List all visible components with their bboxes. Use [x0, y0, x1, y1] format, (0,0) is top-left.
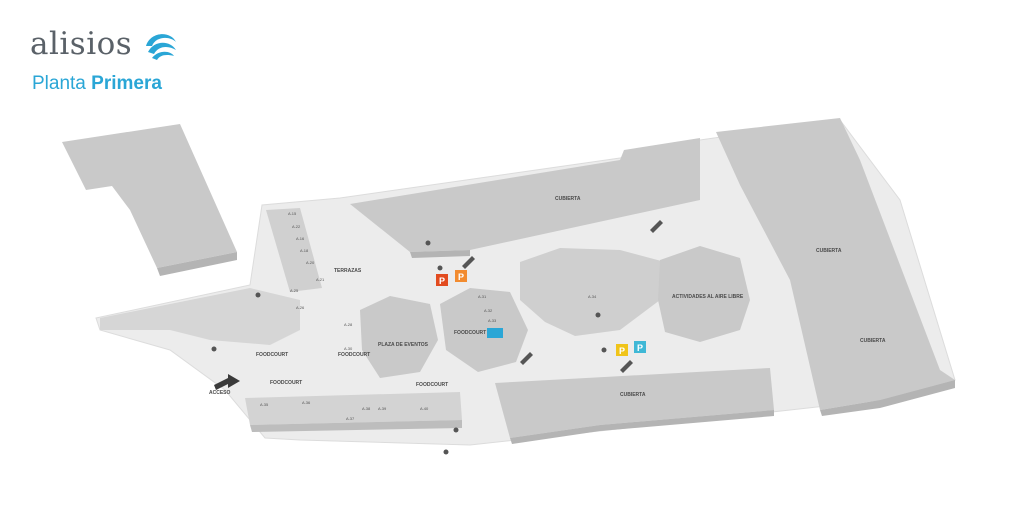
- label-actividades: ACTIVIDADES AL AIRE LIBRE: [672, 294, 744, 300]
- brand-name: alisios: [30, 26, 133, 62]
- unit-number: A.25: [290, 288, 299, 293]
- escalator-icon[interactable]: [462, 256, 475, 269]
- unit-number: A.37: [346, 416, 355, 421]
- alisios-logo: alisios Planta Primera: [30, 24, 190, 104]
- floor-subtitle: Planta Primera: [32, 72, 162, 96]
- label-foodcourt-1: FOODCOURT: [454, 330, 486, 336]
- escalator-icon[interactable]: [650, 220, 663, 233]
- label-cubierta-bottom: CUBIERTA: [620, 392, 646, 398]
- label-foodcourt-4: FOODCOURT: [270, 380, 302, 386]
- block-central-ring: [520, 248, 665, 336]
- restroom-icon[interactable]: [601, 347, 607, 353]
- block-cubierta-top: [350, 138, 700, 252]
- unit-number: A.28: [344, 322, 353, 327]
- parking-icon[interactable]: P: [436, 274, 448, 286]
- unit-number: A.33: [488, 318, 497, 323]
- svg-text:P: P: [458, 272, 464, 282]
- label-foodcourt-3: FOODCOURT: [338, 352, 370, 358]
- label-cubierta-right-lower: CUBIERTA: [860, 338, 886, 344]
- accessibility-icon[interactable]: [453, 427, 459, 433]
- restroom-icon[interactable]: [443, 449, 449, 455]
- parking-icon[interactable]: P: [616, 344, 628, 356]
- unit-number: A.20: [306, 260, 315, 265]
- block-cubierta-bottom: [495, 368, 774, 438]
- entrance-arrow-icon[interactable]: [214, 374, 240, 390]
- accessibility-icon[interactable]: [211, 346, 217, 352]
- unit-number: A.35: [260, 402, 269, 407]
- unit-number: A.21: [316, 277, 325, 282]
- unit-number: A.15: [288, 211, 297, 216]
- building-left: [62, 124, 237, 268]
- label-cubierta-top: CUBIERTA: [555, 196, 581, 202]
- unit-number: A.38: [362, 406, 371, 411]
- svg-text:P: P: [619, 346, 625, 356]
- block-shops-left: [100, 288, 300, 345]
- parking-icon[interactable]: P: [634, 341, 646, 353]
- label-cubierta-right: CUBIERTA: [816, 248, 842, 254]
- restroom-icon[interactable]: [437, 265, 443, 271]
- block-plaza-eventos: [360, 296, 438, 378]
- block-shops-bottom: [245, 392, 462, 425]
- label-acceso: ACCESO: [209, 390, 231, 396]
- block-actividades: [658, 246, 750, 342]
- unit-number: A.22: [292, 224, 301, 229]
- accessibility-icon[interactable]: [425, 240, 431, 246]
- unit-number: A.34: [588, 294, 597, 299]
- label-terrazas: TERRAZAS: [334, 268, 362, 274]
- escalator-icon[interactable]: [620, 360, 633, 373]
- label-foodcourt-5: FOODCOURT: [416, 382, 448, 388]
- floor-subtitle-bold: Primera: [91, 73, 162, 94]
- label-plaza-eventos: PLAZA DE EVENTOS: [378, 342, 429, 348]
- escalator-icon[interactable]: [520, 352, 533, 365]
- parking-icon[interactable]: P: [455, 270, 467, 282]
- unit-number: A.40: [420, 406, 429, 411]
- block-foodcourt-center: [440, 288, 528, 372]
- unit-number: A.32: [484, 308, 493, 313]
- accessibility-icon[interactable]: [595, 312, 601, 318]
- unit-number: A.30: [344, 346, 353, 351]
- svg-text:P: P: [439, 276, 445, 286]
- block-terrazas: [266, 208, 322, 292]
- unit-number: A.18: [300, 248, 309, 253]
- elevator-icon[interactable]: [487, 328, 503, 338]
- unit-number: A.36: [302, 400, 311, 405]
- floor-subtitle-prefix: Planta: [32, 73, 86, 94]
- label-foodcourt-2: FOODCOURT: [256, 352, 288, 358]
- unit-number: A.31: [478, 294, 487, 299]
- svg-text:P: P: [637, 343, 643, 353]
- block-cubierta-right: [716, 118, 955, 410]
- unit-number: A.16: [296, 236, 305, 241]
- unit-number: A.26: [296, 305, 305, 310]
- logo-wave-icon: [146, 34, 176, 60]
- accessibility-icon[interactable]: [255, 292, 261, 298]
- unit-number: A.39: [378, 406, 387, 411]
